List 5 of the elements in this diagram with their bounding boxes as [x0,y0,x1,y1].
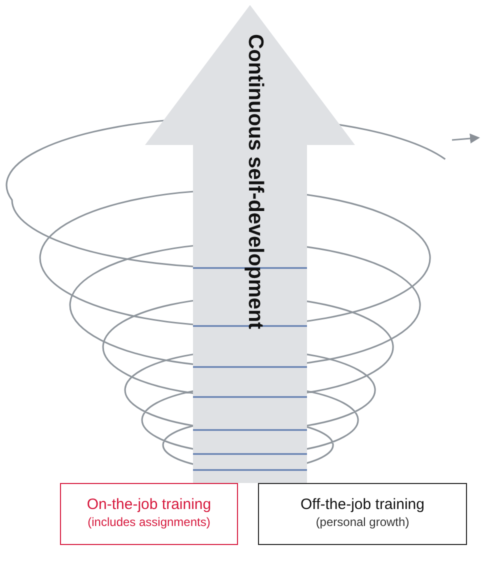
box-heading: On-the-job training [86,496,212,513]
box-heading: Off-the-job training [300,496,426,513]
box-subtitle: (includes assignments) [86,515,212,529]
arrow-label: Continuous self-development [243,34,268,332]
box-subtitle: (personal growth) [314,515,410,529]
